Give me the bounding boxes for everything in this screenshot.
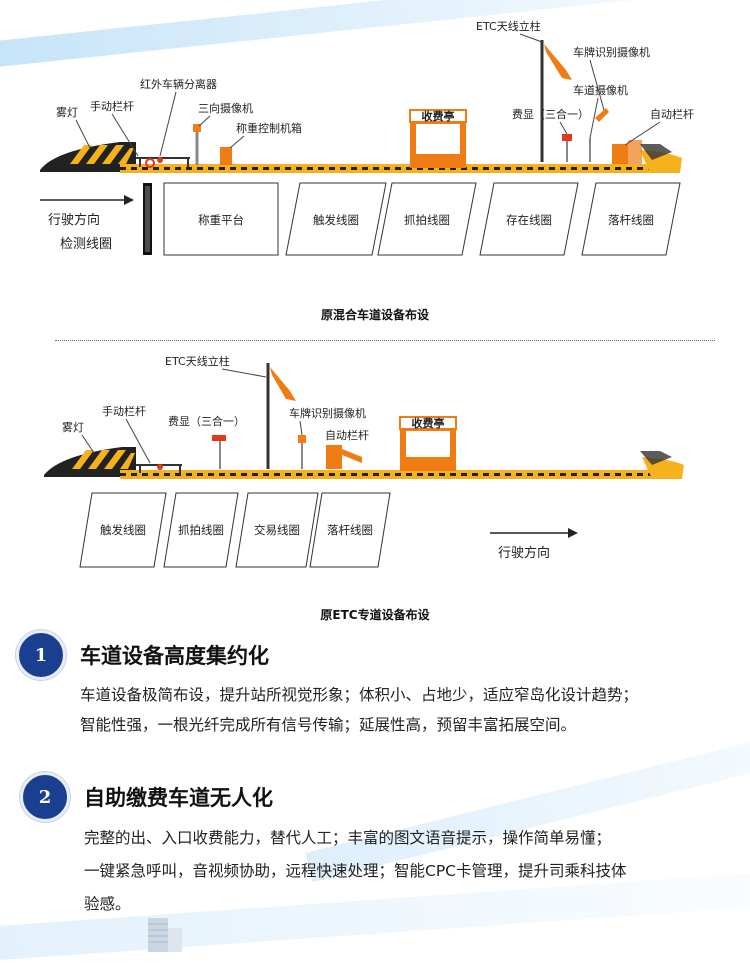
booth-label: 收费亭 (412, 416, 445, 430)
label-direction: 行驶方向 (48, 212, 100, 228)
direction-arrow-icon (490, 528, 578, 538)
label-etc-pole: ETC天线立柱 (476, 19, 541, 33)
svg-text:抓拍线圈: 抓拍线圈 (404, 213, 450, 227)
tri-camera-icon (193, 124, 201, 165)
lane-end-icon (640, 144, 672, 160)
section-2-title: 自助缴费车道无人化 (84, 786, 273, 810)
weigh-control-box-icon (220, 147, 232, 165)
label-fee-display: 费显（三合一） (168, 414, 245, 428)
fee-display-icon (562, 134, 572, 162)
fog-light-stripes (70, 145, 134, 164)
toll-booth-icon: 收费亭 (399, 416, 457, 471)
mixed-lane-diagram: 收费亭 雾灯 手动栏杆 红外车辆分离器 三向摄像机 称重控制机箱 ETC天线立柱… (40, 19, 694, 256)
label-manual-barrier: 手动栏杆 (102, 404, 146, 418)
zone-drop-coil: 落杆线圈 (581, 182, 681, 256)
detect-coil-strip (143, 183, 152, 255)
label-detect-coil: 检测线圈 (60, 237, 112, 252)
fog-light-stripes (72, 450, 135, 469)
zone-drop-coil: 落杆线圈 (309, 492, 391, 568)
etc-antenna-pole-icon (266, 363, 296, 469)
label-fog-light: 雾灯 (56, 106, 78, 119)
section-2-line: 验感。 (84, 895, 131, 913)
svg-text:落杆线圈: 落杆线圈 (608, 213, 654, 227)
label-fog-light: 雾灯 (62, 421, 84, 434)
zone-capture-coil: 抓拍线圈 (377, 182, 477, 256)
etc-antenna-pole-icon (540, 40, 572, 162)
building-silhouette-icon (148, 918, 182, 952)
plate-camera-icon (298, 435, 306, 469)
svg-text:落杆线圈: 落杆线圈 (327, 523, 373, 537)
section-2-line: 一键紧急呼叫，音视频协助，远程快速处理；智能CPC卡管理，提升司乘科技体 (84, 862, 627, 880)
etc-lane-diagram: 收费亭 ETC天线立柱 雾灯 手动栏杆 费显（三合一） 车牌识别摄像机 自动栏杆… (44, 354, 684, 568)
label-fee-display: 费显（三合一） (512, 107, 589, 121)
label-lane-camera: 车道摄像机 (573, 83, 628, 97)
toll-booth-icon: 收费亭 (409, 109, 467, 168)
caption-etc-lane: 原ETC专道设备布设 (320, 608, 430, 622)
plate-camera-icon (595, 108, 609, 122)
label-manual-barrier: 手动栏杆 (90, 99, 134, 113)
label-direction: 行驶方向 (498, 545, 550, 561)
direction-arrow-icon (40, 195, 134, 205)
svg-text:触发线圈: 触发线圈 (313, 213, 359, 227)
section-1-line: 智能性强，一根光纤完成所有信号传输；延展性高，预留丰富拓展空间。 (80, 716, 577, 734)
caption-mixed-lane: 原混合车道设备布设 (320, 308, 429, 322)
zone-capture-coil: 抓拍线圈 (163, 492, 239, 568)
manual-barrier-icon (136, 157, 190, 168)
section-1-title: 车道设备高度集约化 (80, 644, 269, 668)
fee-display-icon (212, 435, 226, 469)
svg-text:存在线圈: 存在线圈 (506, 213, 552, 227)
label-plate-camera: 车牌识别摄像机 (573, 45, 650, 59)
svg-text:触发线圈: 触发线圈 (100, 523, 146, 537)
booth-label: 收费亭 (422, 109, 455, 123)
auto-barrier-icon (612, 140, 642, 164)
label-ir-separator: 红外车辆分离器 (140, 77, 217, 91)
lane-end-icon (640, 451, 672, 465)
dotted-divider (55, 340, 715, 341)
svg-text:交易线圈: 交易线圈 (254, 523, 300, 537)
zone-weigh-platform: 称重平台 (163, 182, 279, 256)
svg-text:称重平台: 称重平台 (198, 213, 244, 227)
zone-trigger-coil: 触发线圈 (79, 492, 167, 568)
auto-barrier-icon (326, 445, 362, 469)
label-weigh-box: 称重控制机箱 (236, 121, 302, 135)
zone-trigger-coil: 触发线圈 (285, 182, 387, 256)
section-2-line: 完整的出、入口收费能力，替代人工；丰富的图文语音提示，操作简单易懂； (84, 829, 612, 847)
section-1-line: 车道设备极简布设，提升站所视觉形象；体积小、占地少，适应窄岛化设计趋势； (80, 686, 639, 704)
label-auto-barrier: 自动栏杆 (325, 428, 369, 442)
zone-transaction-coil: 交易线圈 (235, 492, 319, 568)
svg-text:抓拍线圈: 抓拍线圈 (178, 523, 224, 537)
zone-presence-coil: 存在线圈 (479, 182, 579, 256)
section-1-body: 车道设备极简布设，提升站所视觉形象；体积小、占地少，适应窄岛化设计趋势； 智能性… (80, 680, 638, 740)
section-1-badge: 1 (16, 630, 66, 680)
section-2-badge: 2 (20, 772, 70, 822)
section-2-body: 完整的出、入口收费能力，替代人工；丰富的图文语音提示，操作简单易懂； 一键紧急呼… (84, 822, 627, 921)
label-plate-camera: 车牌识别摄像机 (289, 406, 366, 420)
label-etc-pole: ETC天线立柱 (165, 354, 230, 368)
label-tri-camera: 三向摄像机 (198, 101, 253, 115)
label-auto-barrier: 自动栏杆 (650, 107, 694, 121)
manual-barrier-icon (136, 464, 182, 473)
